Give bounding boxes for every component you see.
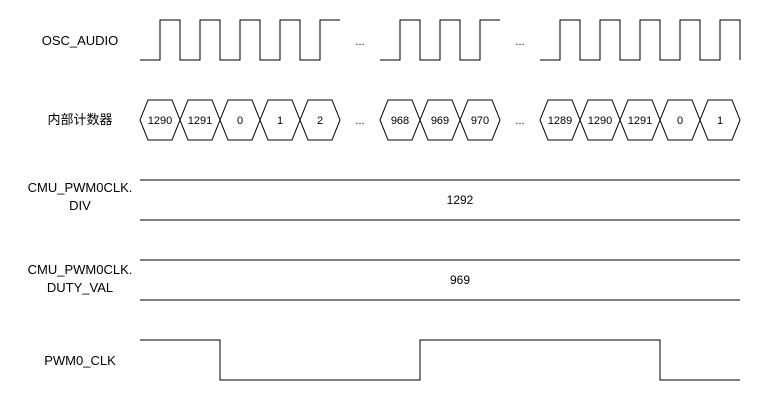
counter-ellipsis-2: ... [515, 115, 524, 127]
counter-value-2: 0 [237, 115, 243, 127]
duty-bus-value: 969 [450, 273, 470, 287]
osc-audio-waveform-seg1 [140, 19, 340, 61]
label-pwm0-clk: PWM0_CLK [44, 353, 116, 368]
label-duty-line1: CMU_PWM0CLK. [28, 262, 133, 277]
counter-hex-12 [699, 99, 741, 141]
label-duty-line2: DUTY_VAL [47, 280, 113, 295]
label-div-line2: DIV [69, 198, 91, 213]
counter-value-4: 2 [317, 115, 323, 127]
label-div-line1: CMU_PWM0CLK. [28, 180, 133, 195]
counter-value-6: 969 [431, 115, 449, 127]
counter-value-7: 970 [471, 115, 489, 127]
counter-value-9: 1290 [588, 115, 612, 127]
counter-value-12: 1 [717, 115, 723, 127]
pwm0-clk-waveform [140, 339, 740, 381]
counter-value-10: 1291 [628, 115, 652, 127]
counter-ellipsis-1: ... [355, 115, 364, 127]
counter-value-5: 968 [391, 115, 409, 127]
osc-audio-ellipsis-2: ... [515, 36, 524, 48]
counter-value-11: 0 [677, 115, 683, 127]
counter-value-8: 1289 [548, 115, 572, 127]
counter-value-0: 1290 [148, 115, 172, 127]
div-bus-value: 1292 [447, 193, 474, 207]
label-osc-audio: OSC_AUDIO [42, 33, 119, 48]
counter-value-1: 1291 [188, 115, 212, 127]
counter-hex-7 [459, 99, 501, 141]
osc-audio-ellipsis-1: ... [355, 36, 364, 48]
osc-audio-waveform-seg2 [380, 19, 500, 61]
counter-hex-4 [299, 99, 341, 141]
counter-value-3: 1 [277, 115, 283, 127]
label-internal-counter: 内部计数器 [47, 112, 112, 127]
osc-audio-waveform-seg3 [540, 19, 741, 61]
